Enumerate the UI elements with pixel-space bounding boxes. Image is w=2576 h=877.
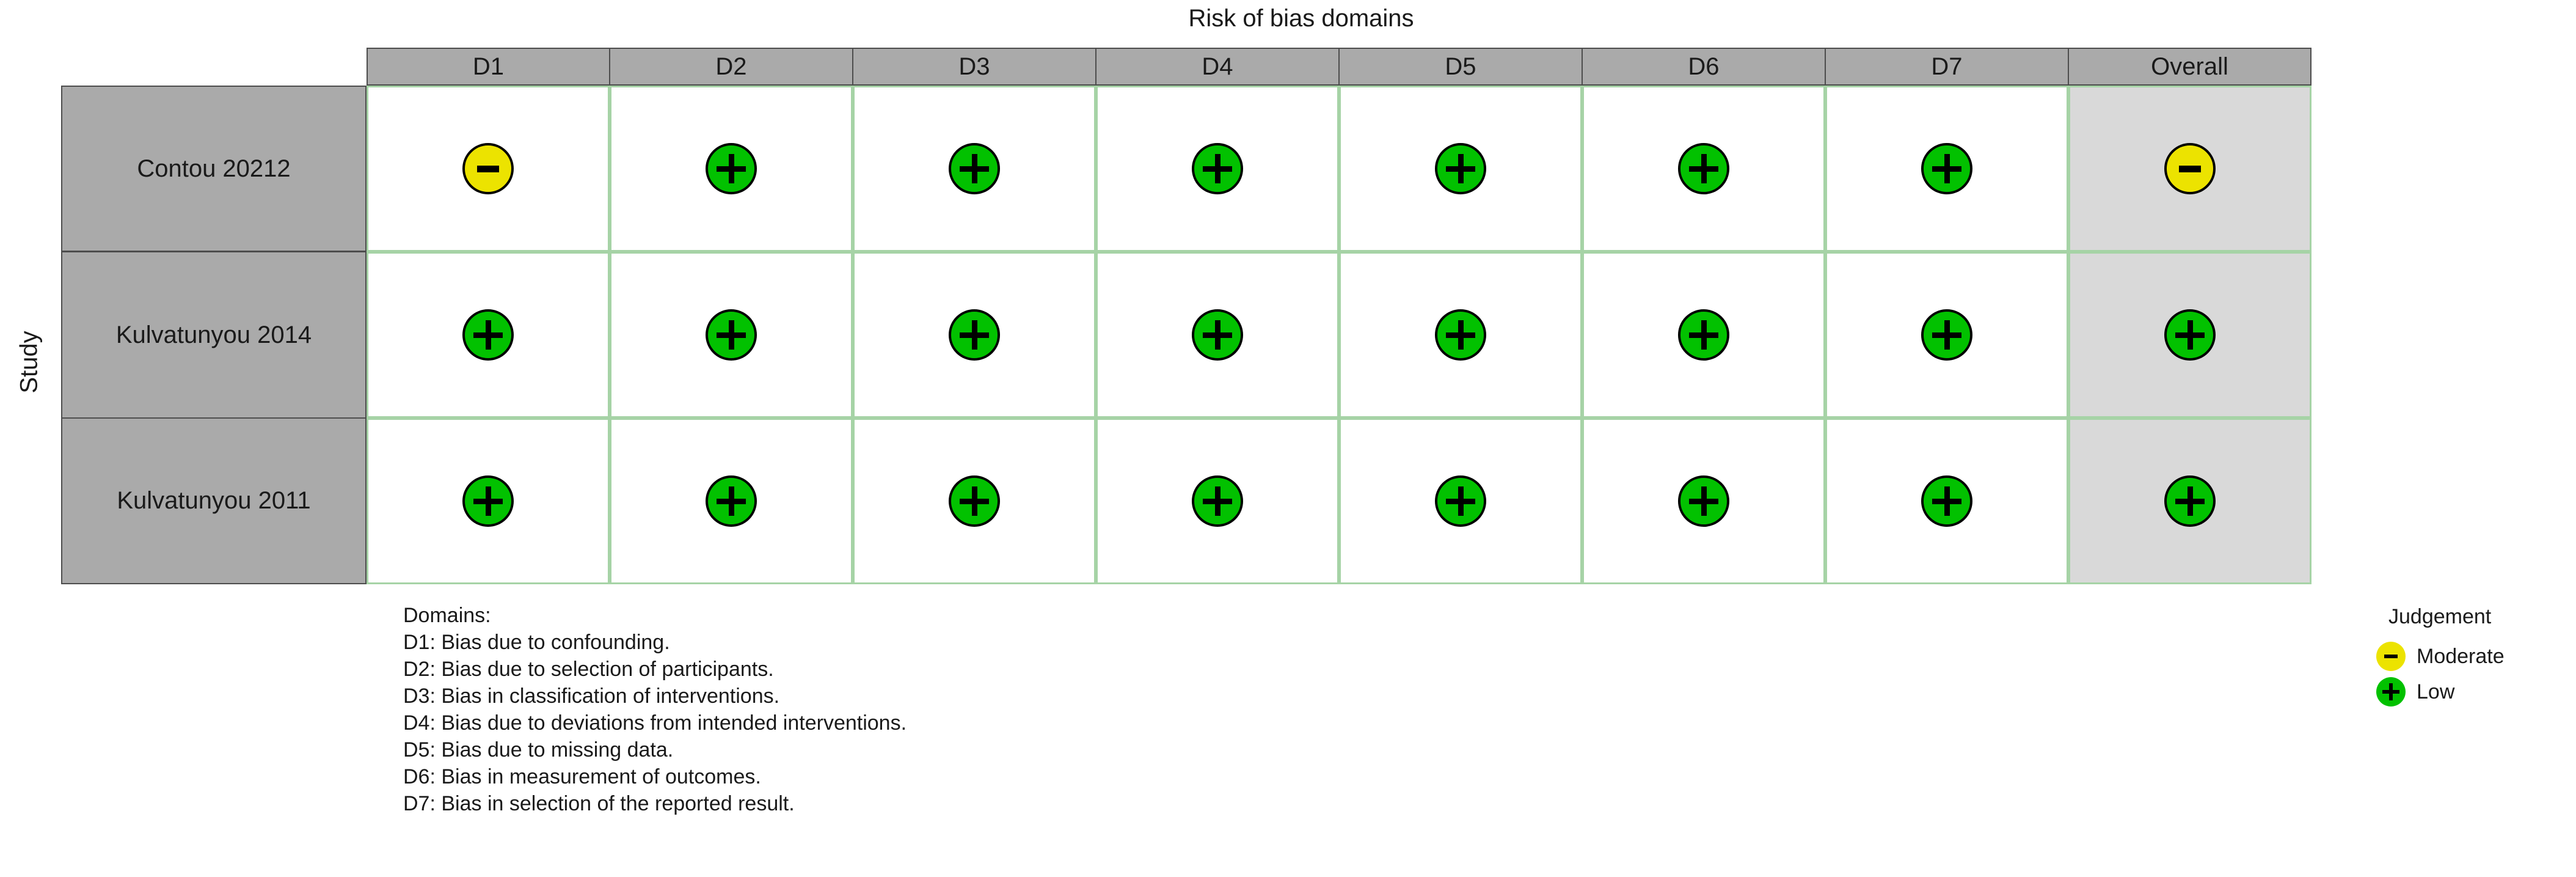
judgement-cell-r1-d2[interactable]: [610, 86, 853, 252]
low-plus-icon: [1921, 143, 1972, 194]
domains-footnote: Domains: D1: Bias due to confounding. D2…: [403, 602, 907, 817]
domains-footnote-d7: D7: Bias in selection of the reported re…: [403, 792, 795, 815]
row-label-study-1: Contou 20212: [61, 86, 367, 252]
low-plus-icon: [2164, 309, 2216, 361]
judgement-cell-r3-d1[interactable]: [367, 418, 610, 584]
low-plus-icon: [2376, 677, 2406, 706]
domains-footnote-d4: D4: Bias due to deviations from intended…: [403, 711, 907, 735]
low-plus-icon: [1435, 475, 1486, 527]
judgement-cell-r2-d3[interactable]: [853, 252, 1096, 418]
judgement-cell-r3-d4[interactable]: [1096, 418, 1339, 584]
low-plus-icon: [706, 475, 757, 527]
domains-footnote-d3: D3: Bias in classification of interventi…: [403, 684, 780, 708]
table-header-row: D1 D2 D3 D4 D5 D6 D7 Overall: [61, 48, 2553, 86]
judgement-cell-r2-d7[interactable]: [1825, 252, 2068, 418]
column-header-overall[interactable]: Overall: [2068, 48, 2311, 86]
judgement-cell-r1-d7[interactable]: [1825, 86, 2068, 252]
judgement-cell-r1-d1[interactable]: [367, 86, 610, 252]
column-header-d2[interactable]: D2: [610, 48, 853, 86]
low-plus-icon: [706, 309, 757, 361]
judgement-cell-r3-d7[interactable]: [1825, 418, 2068, 584]
moderate-minus-icon: [2164, 143, 2216, 194]
judgement-cell-r1-d3[interactable]: [853, 86, 1096, 252]
judgement-cell-r3-overall[interactable]: [2068, 418, 2311, 584]
domains-footnote-d6: D6: Bias in measurement of outcomes.: [403, 765, 761, 788]
low-plus-icon: [949, 475, 1000, 527]
y-axis-label: Study: [15, 331, 43, 394]
column-header-d1[interactable]: D1: [367, 48, 610, 86]
column-header-d6[interactable]: D6: [1582, 48, 1825, 86]
low-plus-icon: [949, 143, 1000, 194]
column-header-d7[interactable]: D7: [1825, 48, 2068, 86]
domains-footnote-heading: Domains:: [403, 604, 491, 627]
domains-footnote-d2: D2: Bias due to selection of participant…: [403, 658, 774, 681]
domains-footnote-d5: D5: Bias due to missing data.: [403, 738, 674, 761]
judgement-cell-r3-d6[interactable]: [1582, 418, 1825, 584]
low-plus-icon: [1678, 309, 1729, 361]
judgement-cell-r2-d4[interactable]: [1096, 252, 1339, 418]
judgement-cell-r2-d1[interactable]: [367, 252, 610, 418]
low-plus-icon: [462, 309, 514, 361]
low-plus-icon: [1435, 309, 1486, 361]
judgement-cell-r2-d2[interactable]: [610, 252, 853, 418]
judgement-cell-r3-d2[interactable]: [610, 418, 853, 584]
legend-item-low: Low: [2376, 674, 2576, 710]
low-plus-icon: [1192, 143, 1243, 194]
judgement-cell-r1-d4[interactable]: [1096, 86, 1339, 252]
header-corner-spacer: [61, 48, 367, 86]
risk-of-bias-table: D1 D2 D3 D4 D5 D6 D7 Overall Contou 2021…: [61, 48, 2553, 585]
judgement-cell-r1-overall[interactable]: [2068, 86, 2311, 252]
legend-item-moderate: Moderate: [2376, 639, 2576, 674]
low-plus-icon: [1678, 143, 1729, 194]
judgement-cell-r1-d6[interactable]: [1582, 86, 1825, 252]
moderate-minus-icon: [462, 143, 514, 194]
low-plus-icon: [706, 143, 757, 194]
page-title: Risk of bias domains: [1188, 5, 1414, 32]
legend-title: Judgement: [2388, 605, 2492, 628]
low-plus-icon: [949, 309, 1000, 361]
judgement-cell-r2-overall[interactable]: [2068, 252, 2311, 418]
judgement-cell-r3-d5[interactable]: [1339, 418, 1582, 584]
table-row: Kulvatunyou 2011: [61, 418, 2553, 584]
table-row: Contou 20212: [61, 86, 2553, 252]
column-header-d3[interactable]: D3: [853, 48, 1096, 86]
low-plus-icon: [1435, 143, 1486, 194]
low-plus-icon: [1921, 475, 1972, 527]
low-plus-icon: [1192, 475, 1243, 527]
low-plus-icon: [1192, 309, 1243, 361]
legend-label-moderate: Moderate: [2417, 644, 2505, 668]
moderate-minus-icon: [2376, 642, 2406, 671]
low-plus-icon: [2164, 475, 2216, 527]
legend-label-low: Low: [2417, 680, 2455, 703]
judgement-cell-r2-d6[interactable]: [1582, 252, 1825, 418]
low-plus-icon: [1921, 309, 1972, 361]
judgement-cell-r2-d5[interactable]: [1339, 252, 1582, 418]
judgement-legend: Judgement Moderate Low: [2376, 605, 2576, 710]
column-header-d4[interactable]: D4: [1096, 48, 1339, 86]
judgement-cell-r1-d5[interactable]: [1339, 86, 1582, 252]
column-header-d5[interactable]: D5: [1339, 48, 1582, 86]
domains-footnote-d1: D1: Bias due to confounding.: [403, 631, 670, 654]
judgement-cell-r3-d3[interactable]: [853, 418, 1096, 584]
table-row: Kulvatunyou 2014: [61, 252, 2553, 418]
row-label-study-2: Kulvatunyou 2014: [61, 252, 367, 418]
low-plus-icon: [1678, 475, 1729, 527]
low-plus-icon: [462, 475, 514, 527]
row-label-study-3: Kulvatunyou 2011: [61, 418, 367, 584]
